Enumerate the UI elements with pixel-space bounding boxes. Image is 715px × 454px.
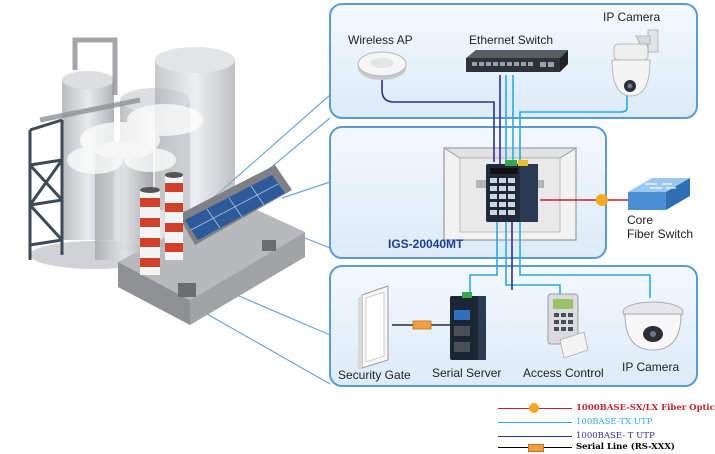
- device-label-serial-server: Serial Server: [432, 366, 502, 380]
- core-fiber-switch-icon: [628, 178, 690, 210]
- network-diagram: [28, 3, 698, 387]
- legend-serial-connector-icon: [528, 444, 544, 452]
- core-switch-label-line1: Core: [627, 213, 654, 227]
- bottom-panel: [329, 265, 698, 387]
- core-switch-label-line2: Fiber Switch: [627, 227, 694, 241]
- serial-server-icon: [450, 292, 486, 360]
- device-label-security-gate: Security Gate: [338, 368, 411, 382]
- device-label-access-control: Access Control: [523, 366, 604, 380]
- legend-line-1000base-t: [498, 436, 572, 437]
- cables: [381, 75, 651, 326]
- factory-illustration: [28, 37, 305, 325]
- legend-fiber-connector-icon: [529, 403, 539, 413]
- industrial-switch-icon: [486, 160, 538, 222]
- device-label-ip-camera-bottom: IP Camera: [622, 360, 680, 374]
- legend-item-fiber: 1000BASE-SX/LX Fiber Optic: [498, 401, 715, 415]
- legend-label-serial: Serial Line (RS-XXX): [576, 442, 675, 452]
- legend-line-100base-tx: [498, 422, 572, 423]
- device-label-ethernet-switch: Ethernet Switch: [469, 33, 554, 47]
- legend-label-fiber: 1000BASE-SX/LX Fiber Optic: [576, 403, 715, 413]
- device-label-ip-camera-top: IP Camera: [603, 10, 661, 24]
- legend-label-100base-tx: 100BASE-TX UTP: [576, 417, 653, 427]
- fiber-connector: [596, 194, 608, 206]
- door-icon: [358, 285, 389, 370]
- device-label-wireless-ap: Wireless AP: [348, 33, 413, 47]
- callout-lines: [199, 94, 331, 385]
- keypad-icon: [547, 293, 589, 359]
- dome-camera-icon: [622, 301, 684, 351]
- legend-item-1000base-t: 1000BASE- T UTP: [498, 429, 698, 443]
- legend-item-serial: Serial Line (RS-XXX): [498, 440, 698, 454]
- legend-item-100base-tx: 100BASE-TX UTP: [498, 415, 698, 429]
- switch-model-label: IGS-20040MT: [388, 237, 464, 251]
- legend-label-1000base-t: 1000BASE- T UTP: [576, 431, 655, 441]
- serial-connector: [412, 320, 432, 330]
- ethernet-switch-icon: [466, 50, 568, 72]
- ptz-camera-icon: [611, 29, 659, 97]
- wireless-ap-icon: [357, 51, 407, 80]
